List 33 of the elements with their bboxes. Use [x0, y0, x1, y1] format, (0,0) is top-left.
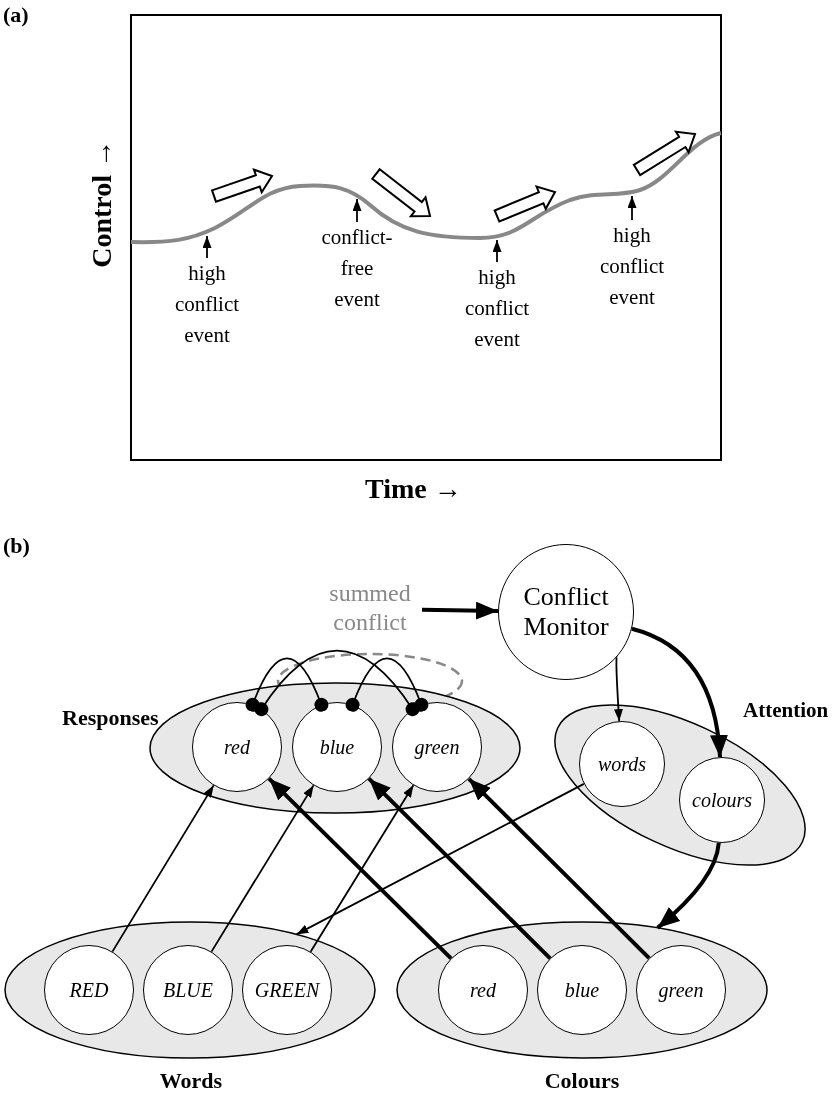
panel-label: (a) [3, 2, 29, 28]
layer-label: Attention [743, 698, 829, 723]
inhibition-arc [245, 657, 329, 712]
axis-label: Control → [86, 140, 118, 268]
arrow [309, 784, 415, 953]
event-label: high conflict event [593, 220, 671, 313]
panel-label: (b) [3, 533, 30, 559]
inhibition-arc [345, 657, 429, 712]
arrow [295, 783, 585, 936]
arrow [210, 784, 315, 953]
event-label: high conflict event [168, 258, 246, 351]
leader-line [492, 239, 502, 263]
event-label: high conflict event [458, 262, 536, 355]
arrow [421, 601, 499, 620]
arrow [613, 656, 623, 722]
inhibition-arc [254, 649, 420, 717]
layer-ellipse [60, 683, 520, 814]
layer-label: Words [158, 1068, 224, 1094]
arrow [367, 777, 552, 960]
leader-line [202, 235, 212, 259]
leader-line [352, 198, 362, 223]
layer-label: Responses [62, 705, 159, 731]
conflict-label: summed conflict [318, 579, 422, 639]
monitor-circle: Conflict Monitor [498, 544, 634, 680]
arrow [467, 777, 651, 960]
arrow [631, 626, 728, 758]
layer-label: Colours [543, 1068, 621, 1094]
leader-line [627, 195, 637, 221]
event-label: conflict-free event [318, 222, 396, 315]
arrow [267, 777, 453, 960]
arrow [111, 784, 215, 953]
arrow [656, 842, 721, 930]
axis-label: Time → [365, 473, 462, 505]
